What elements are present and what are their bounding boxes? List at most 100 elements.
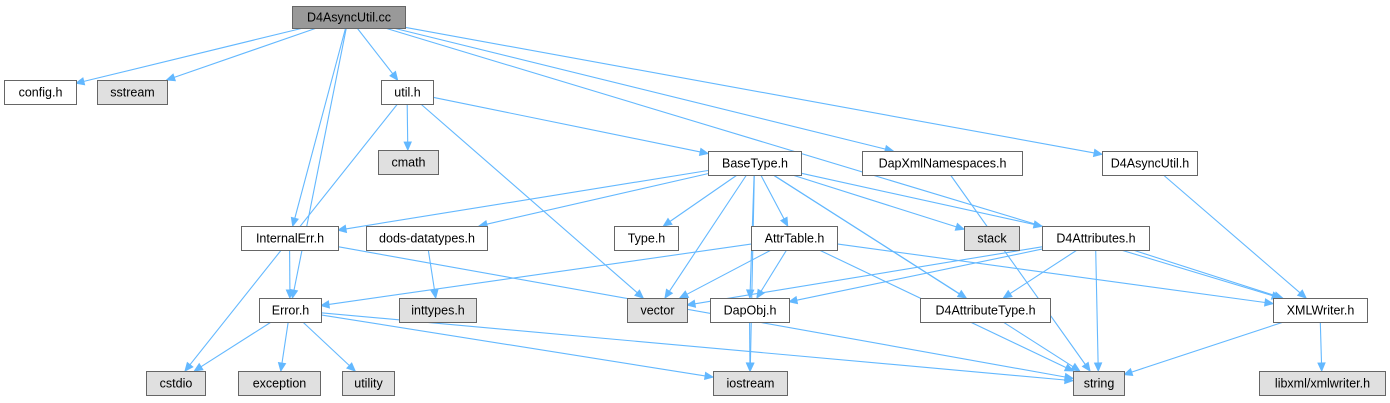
node-label: D4AsyncUtil.cc — [307, 10, 391, 24]
node-error-h[interactable]: Error.h — [259, 298, 322, 323]
arrowhead-icon — [285, 289, 295, 300]
node-label: dods-datatypes.h — [379, 231, 475, 245]
node-box — [146, 371, 206, 396]
arrowhead-icon — [346, 362, 357, 372]
node-label: Error.h — [272, 303, 310, 317]
edge-d4attributes_h-to-xmlwriter_h — [1132, 249, 1284, 300]
node-basetype-h[interactable]: BaseType.h — [708, 151, 802, 176]
node-libxml-xmlwriter-h: libxml/xmlwriter.h — [1259, 371, 1386, 396]
edge-line — [836, 243, 1266, 304]
edge-d4attributes_h-to-dapobj_h — [787, 248, 1043, 305]
node-label: cstdio — [160, 376, 193, 390]
edge-line — [328, 243, 752, 305]
node-box — [751, 226, 838, 251]
arrowhead-icon — [1002, 289, 1013, 299]
arrowhead-icon — [698, 147, 710, 156]
edge-error_h-to-string — [320, 312, 1075, 385]
node-label: vector — [640, 303, 674, 317]
node-label: D4AttributeType.h — [935, 303, 1035, 317]
node-box — [1073, 371, 1125, 396]
arrowhead-icon — [664, 288, 674, 300]
node-label: InternalErr.h — [256, 231, 324, 245]
edge-line — [174, 27, 317, 78]
node-d4asyncutil-h[interactable]: D4AsyncUtil.h — [1102, 151, 1198, 176]
edge-basetype_h-to-d4attributes_h — [800, 172, 1044, 229]
edge-line — [83, 27, 304, 82]
edge-basetype_h-to-string — [773, 174, 1081, 372]
node-d4attributes-h[interactable]: D4Attributes.h — [1042, 226, 1150, 251]
node-box — [862, 151, 1023, 176]
edge-line — [420, 103, 638, 294]
node-box — [708, 151, 802, 176]
edge-line — [320, 312, 1066, 381]
edge-line — [800, 172, 1035, 226]
node-attrtable-h[interactable]: AttrTable.h — [751, 226, 838, 251]
edge-line — [337, 246, 1066, 378]
arrowhead-icon — [389, 70, 399, 81]
arrowhead-icon — [193, 362, 204, 372]
arrowhead-icon — [74, 77, 86, 86]
edge-basetype_h-to-vector — [664, 174, 747, 300]
node-box — [1042, 226, 1150, 251]
node-dapxmlnamespaces-h[interactable]: DapXmlNamespaces.h — [862, 151, 1023, 176]
node-dapobj-h[interactable]: DapObj.h — [710, 298, 790, 323]
node-stack: stack — [964, 226, 1020, 251]
arrowhead-icon — [1317, 362, 1326, 373]
node-iostream: iostream — [713, 371, 788, 396]
arrowhead-icon — [336, 224, 348, 234]
arrowhead-icon — [1264, 298, 1275, 307]
arrowhead-icon — [634, 289, 645, 299]
edge-line — [427, 249, 436, 291]
edge-d4asyncutil_h-to-xmlwriter_h — [1163, 174, 1308, 299]
node-label: util.h — [394, 85, 420, 99]
arrowhead-icon — [430, 288, 439, 300]
node-util-h[interactable]: util.h — [381, 80, 434, 105]
node-xmlwriter-h[interactable]: XMLWriter.h — [1273, 298, 1368, 323]
node-box — [713, 371, 788, 396]
edge-basetype_h-to-attrtable_h — [760, 174, 789, 228]
edge-basetype_h-to-internalerr_h — [336, 169, 709, 234]
edge-line — [668, 174, 747, 292]
edge-attrtable_h-to-xmlwriter_h — [836, 243, 1275, 307]
node-sstream: sstream — [97, 80, 168, 105]
node-box — [1259, 371, 1386, 396]
node-config-h[interactable]: config.h — [4, 80, 77, 105]
edge-line — [404, 26, 1095, 154]
node-box — [366, 226, 488, 251]
node-label: libxml/xmlwriter.h — [1275, 376, 1370, 390]
node-label: string — [1084, 376, 1115, 390]
node-box — [614, 226, 679, 251]
node-label: Type.h — [628, 231, 666, 245]
arrowhead-icon — [1122, 367, 1134, 376]
edge-d4asyncutil_cc-to-internalerr_h — [290, 27, 347, 228]
edge-basetype_h-to-stack — [792, 174, 966, 231]
node-inttypes-h: inttypes.h — [399, 298, 477, 323]
node-label: BaseType.h — [722, 156, 788, 170]
node-box — [399, 298, 477, 323]
node-box — [241, 226, 339, 251]
node-box — [1273, 298, 1368, 323]
arrowhead-icon — [1081, 361, 1091, 373]
arrowhead-icon — [403, 141, 412, 152]
node-box — [920, 298, 1051, 323]
arrowhead-icon — [779, 216, 789, 228]
edge-line — [760, 249, 788, 292]
node-label: DapObj.h — [724, 303, 777, 317]
node-label: inttypes.h — [411, 303, 465, 317]
node-label: sstream — [110, 85, 154, 99]
edge-util_h-to-vector — [420, 103, 645, 299]
node-box — [97, 80, 168, 105]
edge-internalerr_h-to-error_h — [285, 249, 295, 300]
node-d4attributetype-h[interactable]: D4AttributeType.h — [920, 298, 1051, 323]
node-internalerr-h[interactable]: InternalErr.h — [241, 226, 339, 251]
arrowhead-icon — [1070, 362, 1081, 372]
edge-d4attributes_h-to-string — [1093, 249, 1103, 373]
node-dods-datatypes-h[interactable]: dods-datatypes.h — [366, 226, 488, 251]
edge-line — [792, 174, 957, 228]
node-d4asyncutil-cc[interactable]: D4AsyncUtil.cc — [292, 6, 406, 29]
arrowhead-icon — [184, 361, 194, 372]
node-cstdio: cstdio — [146, 371, 206, 396]
node-type-h[interactable]: Type.h — [614, 226, 679, 251]
node-label: cmath — [391, 155, 425, 169]
